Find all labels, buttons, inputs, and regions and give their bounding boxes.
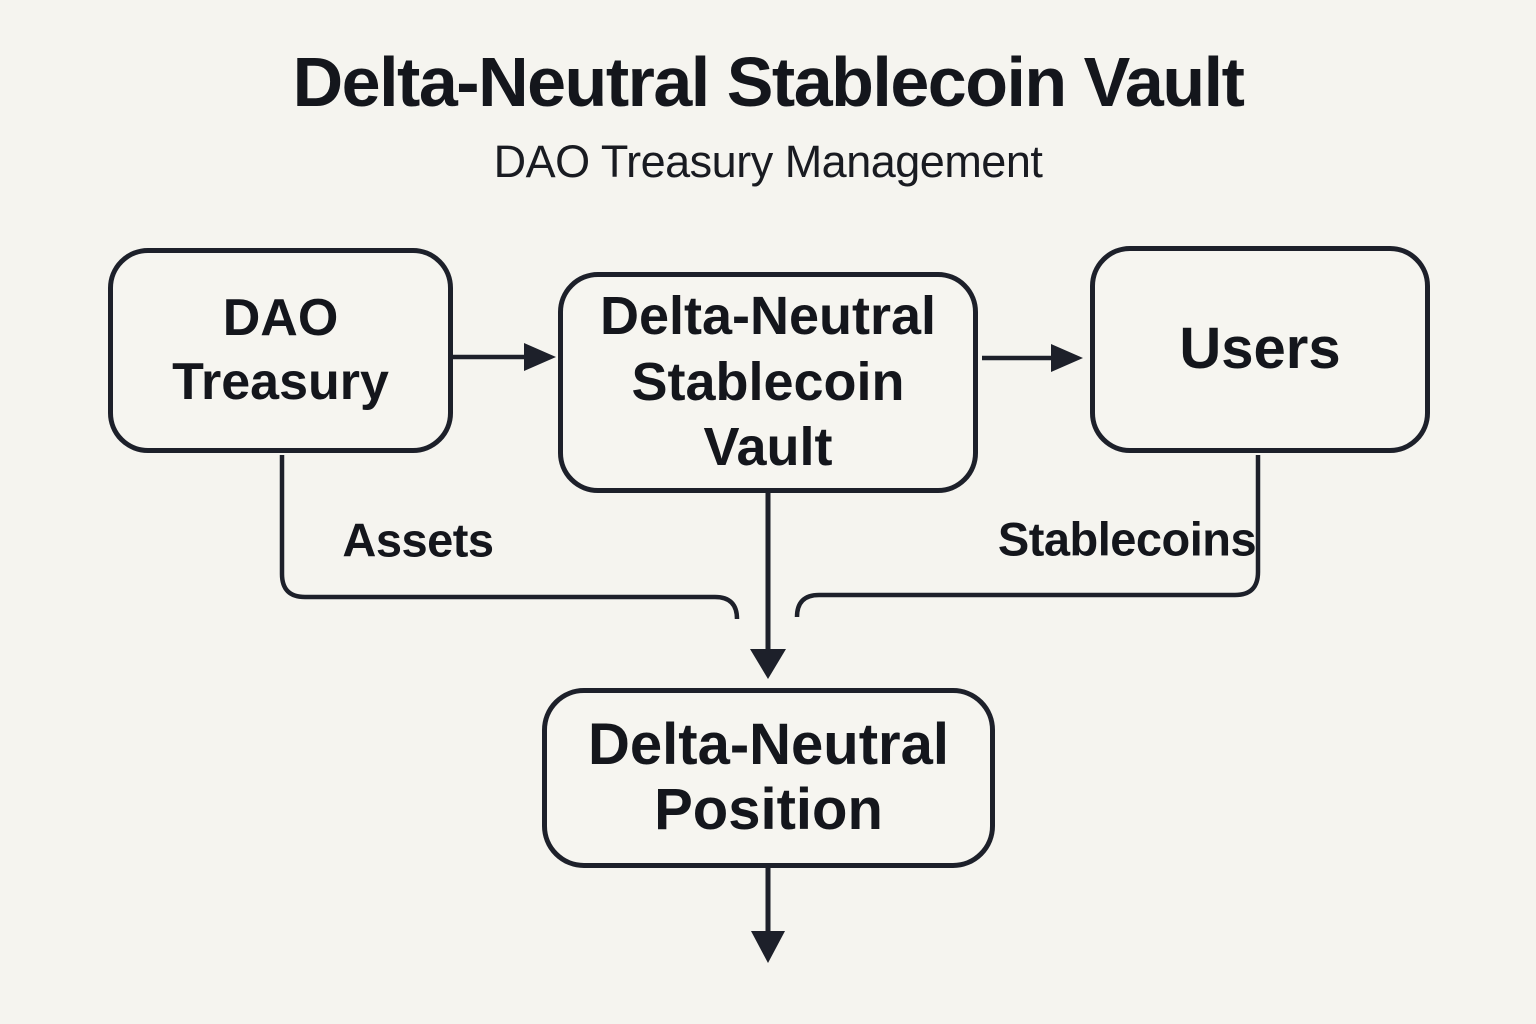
node-label-line: Users [1179, 316, 1341, 382]
node-label-line: DAO [222, 289, 339, 348]
node-label-line: Delta-Neutral [588, 712, 949, 778]
arrowhead-right-icon [1051, 344, 1083, 372]
edge-users-to-position [794, 455, 1261, 618]
arrow-dao-to-vault [453, 343, 556, 371]
node-dao-treasury: DAO Treasury [108, 248, 453, 453]
page-title: Delta-Neutral Stablecoin Vault [292, 43, 1245, 121]
arrow-vault-to-users [982, 344, 1083, 372]
arrow-position-output [751, 867, 785, 963]
node-label-line: Delta-Neutral [599, 285, 937, 346]
arrowhead-down-icon [751, 931, 785, 963]
node-label-line: Treasury [172, 352, 389, 411]
node-delta-neutral-position: Delta-Neutral Position [542, 688, 995, 868]
edge-label-stablecoins: Stablecoins [997, 512, 1257, 566]
arrow-vault-to-position [750, 490, 786, 679]
page-subtitle: DAO Treasury Management [493, 136, 1043, 187]
node-label-line: Stablecoin Vault [631, 351, 905, 478]
arrowhead-right-icon [524, 343, 556, 371]
edge-dao-to-position [279, 455, 740, 620]
node-users: Users [1090, 246, 1430, 453]
edge-label-assets: Assets [342, 513, 494, 567]
node-label-line: Position [654, 777, 883, 842]
arrowhead-down-icon [750, 649, 786, 679]
node-stablecoin-vault: Delta-Neutral Stablecoin Vault [558, 272, 978, 493]
